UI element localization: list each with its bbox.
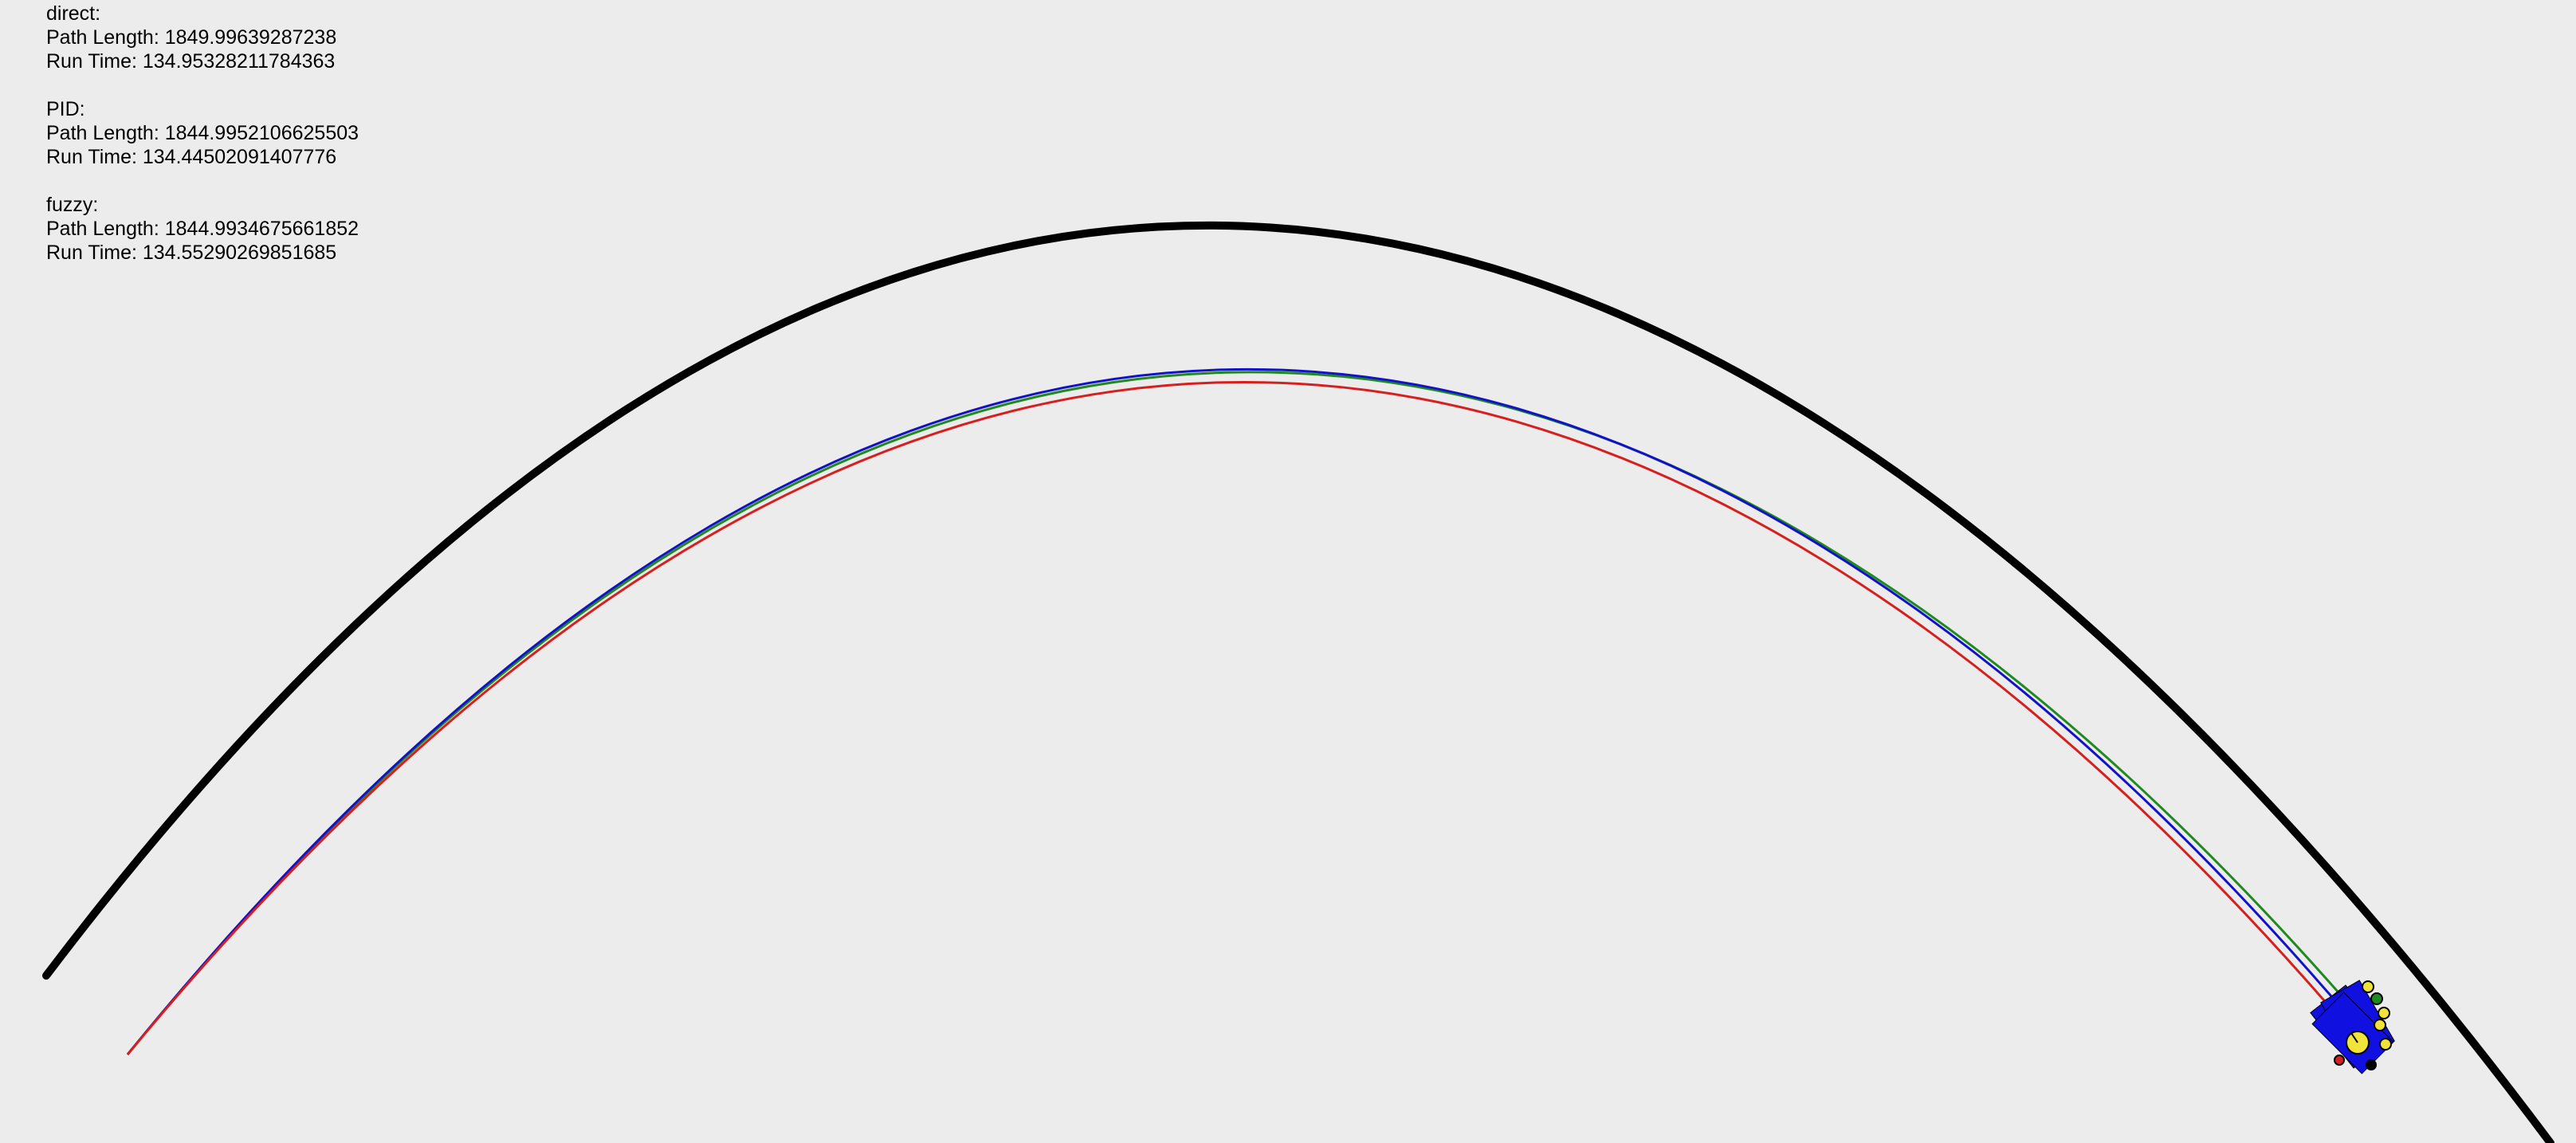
stats-pid: PID: Path Length: 1844.9952106625503 Run… <box>46 97 359 169</box>
sensor-dot <box>2370 992 2383 1005</box>
path-length: Path Length: 1849.99639287238 <box>46 26 337 49</box>
robot-group <box>2310 980 2395 1074</box>
run-time: Run Time: 134.55290269851685 <box>46 242 337 264</box>
stats-fuzzy: fuzzy: Path Length: 1844.9934675661852 R… <box>46 193 359 265</box>
path-pid <box>126 371 2345 1055</box>
controller-name: PID: <box>46 98 85 120</box>
path-length: Path Length: 1844.9934675661852 <box>46 218 359 240</box>
sensor-dot <box>2366 1059 2377 1070</box>
sensor-dot <box>2362 980 2374 993</box>
controller-name: direct: <box>46 2 101 25</box>
path-length: Path Length: 1844.9952106625503 <box>46 122 359 144</box>
run-time: Run Time: 134.95328211784363 <box>46 50 336 73</box>
path-direct <box>126 381 2331 1055</box>
sensor-dot <box>2334 1055 2345 1066</box>
stats-direct: direct: Path Length: 1849.99639287238 Ru… <box>46 2 359 73</box>
sensor-dot <box>2379 1038 2392 1051</box>
track-boundary <box>42 221 2554 1143</box>
stats-panel: direct: Path Length: 1849.99639287238 Ru… <box>46 2 359 289</box>
path-fuzzy <box>126 368 2338 1055</box>
robot-heading <box>2350 1032 2358 1043</box>
run-time: Run Time: 134.44502091407776 <box>46 146 337 168</box>
controller-name: fuzzy: <box>46 194 99 216</box>
sensor-dot <box>2374 1019 2386 1031</box>
sensor-dot <box>2378 1007 2390 1019</box>
